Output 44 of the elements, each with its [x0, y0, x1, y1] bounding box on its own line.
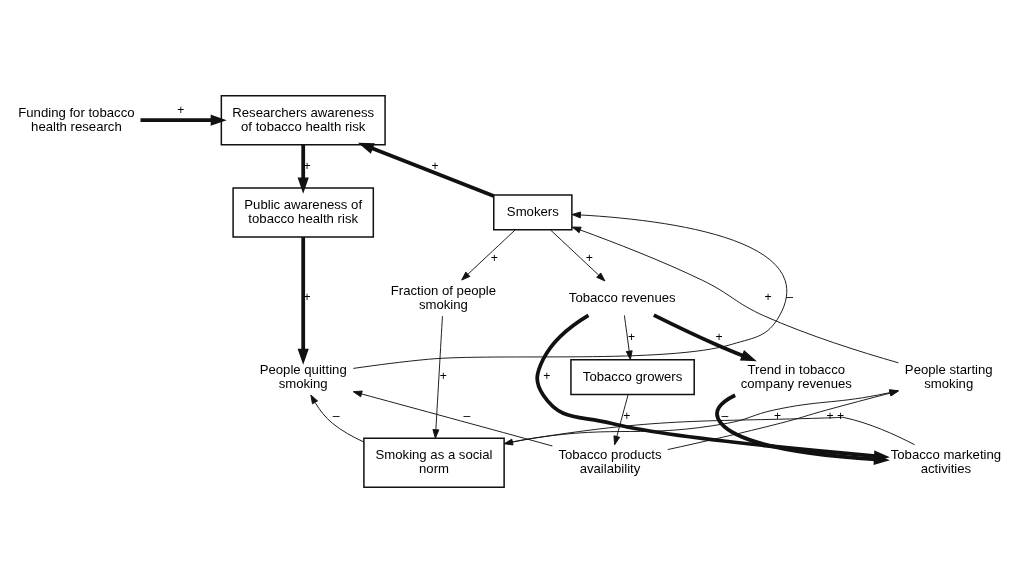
- node-text: People quitting smoking: [259, 361, 347, 391]
- node-box: Smokers: [493, 193, 573, 231]
- node-box: Public awareness of tobacco health risk: [232, 186, 375, 238]
- edge-label: +: [623, 408, 631, 423]
- arrow: [357, 142, 495, 198]
- arrow: [140, 114, 227, 126]
- node-text: Funding for tobacco health research: [18, 104, 135, 134]
- arrow: [297, 236, 309, 365]
- edge-label: +: [773, 408, 782, 423]
- edge-label: +: [628, 329, 636, 344]
- node-text: Trend in tobacco company revenues: [740, 361, 852, 391]
- node-box: Smoking as a social norm: [363, 437, 505, 488]
- node-text: Tobacco products availability: [558, 446, 662, 476]
- arrow: [613, 393, 629, 445]
- arrow: [432, 315, 443, 439]
- edge-label: –: [332, 408, 340, 423]
- edge-label: +: [764, 289, 772, 304]
- arrow: [503, 416, 916, 445]
- arrow: [352, 390, 553, 446]
- edge-label: +: [490, 250, 498, 265]
- edge-label: +: [543, 368, 551, 383]
- node-text: People starting smoking: [904, 361, 993, 391]
- arrow: [550, 228, 606, 281]
- arrow: [667, 389, 899, 450]
- edge-label: +: [177, 102, 185, 117]
- arrow: [352, 211, 787, 369]
- edge-label: +: [585, 250, 593, 265]
- arrow: [503, 388, 899, 444]
- arrow: [571, 226, 899, 363]
- node-box: Researchers awareness of tobacco health risk: [220, 94, 386, 145]
- arrow: [623, 314, 633, 360]
- arrow: [461, 228, 516, 281]
- edge-label: –: [721, 408, 729, 423]
- arrow: [310, 394, 365, 442]
- node-text: Fraction of people smoking: [390, 282, 497, 312]
- edge-label: +: [439, 368, 447, 383]
- node-text: Tobacco revenues: [568, 289, 676, 305]
- node-text: Tobacco marketing activities: [890, 446, 1002, 476]
- edge-label: –: [463, 408, 471, 423]
- edge-label: +: [431, 158, 439, 173]
- arrow: [653, 312, 757, 361]
- node-box: Tobacco growers: [570, 358, 695, 395]
- edge-label: –: [786, 289, 794, 304]
- edge-label: +: [715, 329, 723, 344]
